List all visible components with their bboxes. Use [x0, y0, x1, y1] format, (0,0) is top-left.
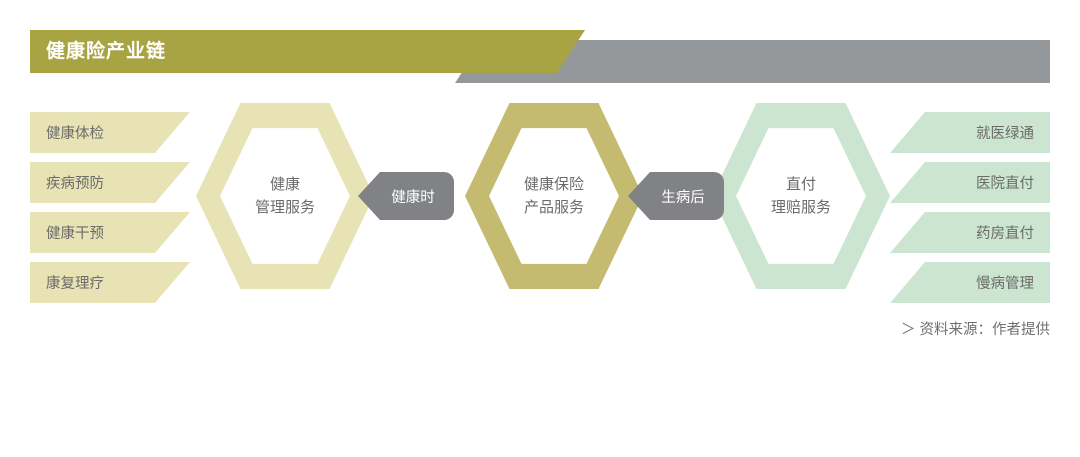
connector-arrow-2[interactable]: 生病后 — [628, 172, 724, 220]
hexagon-direct-claim[interactable]: 直付 理赔服务 — [712, 103, 890, 289]
connector-arrow-1[interactable]: 健康时 — [358, 172, 454, 220]
left-chip-1[interactable]: 疾病预防 — [30, 162, 190, 203]
hexagon-label-1: 健康 管理服务 — [196, 103, 374, 289]
hexagon-label-3-line1: 直付 — [785, 175, 816, 193]
hexagon-label-2: 健康保险 产品服务 — [465, 103, 643, 289]
right-label-column: 就医绿通 医院直付 药房直付 慢病管理 — [890, 112, 1050, 312]
left-label-column: 健康体检 疾病预防 健康干预 康复理疗 — [30, 112, 190, 312]
hexagon-inner-1 — [220, 128, 350, 264]
hexagon-inner-2 — [489, 128, 619, 264]
hexagon-label-3-line2: 理赔服务 — [770, 199, 831, 216]
connector-label-2: 生病后 — [661, 189, 705, 206]
right-chip-1[interactable]: 医院直付 — [890, 162, 1050, 203]
hexagon-label-3: 直付 理赔服务 — [712, 103, 890, 289]
hexagon-inner-3 — [736, 128, 866, 264]
connector-label-1: 健康时 — [391, 189, 435, 206]
right-chip-3[interactable]: 慢病管理 — [890, 262, 1050, 303]
hexagon-insurance-product[interactable]: 健康保险 产品服务 — [465, 103, 643, 289]
hexagon-label-1-line1: 健康 — [269, 175, 300, 193]
header-banner: 健康险产业链 — [0, 0, 1080, 100]
left-chip-0[interactable]: 健康体检 — [30, 112, 190, 153]
header-olive-banner — [30, 30, 585, 73]
hexagon-health-management[interactable]: 健康 管理服务 — [196, 103, 374, 289]
left-chip-2[interactable]: 健康干预 — [30, 212, 190, 253]
left-chip-3[interactable]: 康复理疗 — [30, 262, 190, 303]
hexagon-label-2-line2: 产品服务 — [523, 199, 584, 216]
page-title: 健康险产业链 — [46, 41, 167, 62]
right-chip-2[interactable]: 药房直付 — [890, 212, 1050, 253]
source-note: ＞ 资料来源：作者提供 — [900, 322, 1050, 338]
hexagon-label-1-line2: 管理服务 — [254, 199, 315, 216]
right-chip-0[interactable]: 就医绿通 — [890, 112, 1050, 153]
hexagon-label-2-line1: 健康保险 — [523, 175, 584, 193]
